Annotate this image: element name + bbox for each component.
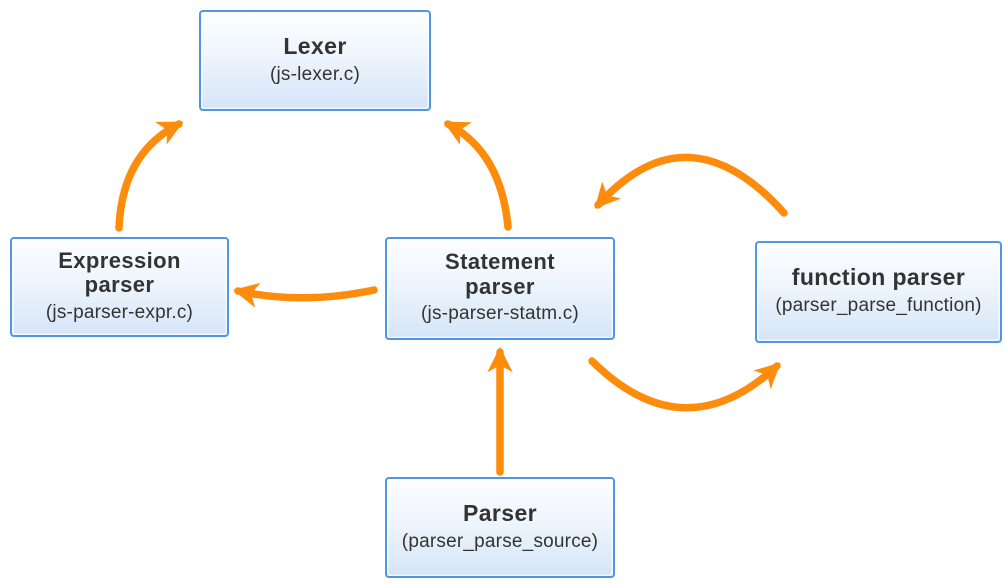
node-statement-parser-subtitle: (js-parser-statm.c) xyxy=(421,303,579,325)
node-function-parser-title: function parser xyxy=(791,264,966,291)
node-function-parser: function parser (parser_parse_function) xyxy=(755,241,1002,343)
node-lexer-title: Lexer xyxy=(283,32,347,59)
arrow-function-parser-to-statement-parser xyxy=(594,153,788,217)
node-parser-title: Parser xyxy=(462,499,538,526)
node-statement-parser: Statement parser (js-parser-statm.c) xyxy=(385,237,615,340)
node-lexer-subtitle: (js-lexer.c) xyxy=(269,63,360,85)
arrow-statement-parser-to-expression-parser xyxy=(233,282,378,308)
arrow-statement-parser-to-function-parser xyxy=(588,357,781,412)
node-expression-parser-subtitle: (js-parser-expr.c) xyxy=(45,301,194,323)
node-expression-parser-title: Expression parser xyxy=(58,247,181,298)
node-function-parser-subtitle: (parser_parse_function) xyxy=(775,295,982,317)
arrow-statement-parser-to-lexer xyxy=(443,120,512,231)
node-parser-subtitle: (parser_parse_source) xyxy=(401,530,599,552)
node-parser: Parser (parser_parse_source) xyxy=(385,477,615,578)
node-lexer: Lexer (js-lexer.c) xyxy=(199,10,431,111)
node-statement-parser-title: Statement parser xyxy=(445,249,555,299)
arrow-expression-parser-to-lexer xyxy=(115,120,184,232)
node-expression-parser: Expression parser (js-parser-expr.c) xyxy=(10,237,229,337)
